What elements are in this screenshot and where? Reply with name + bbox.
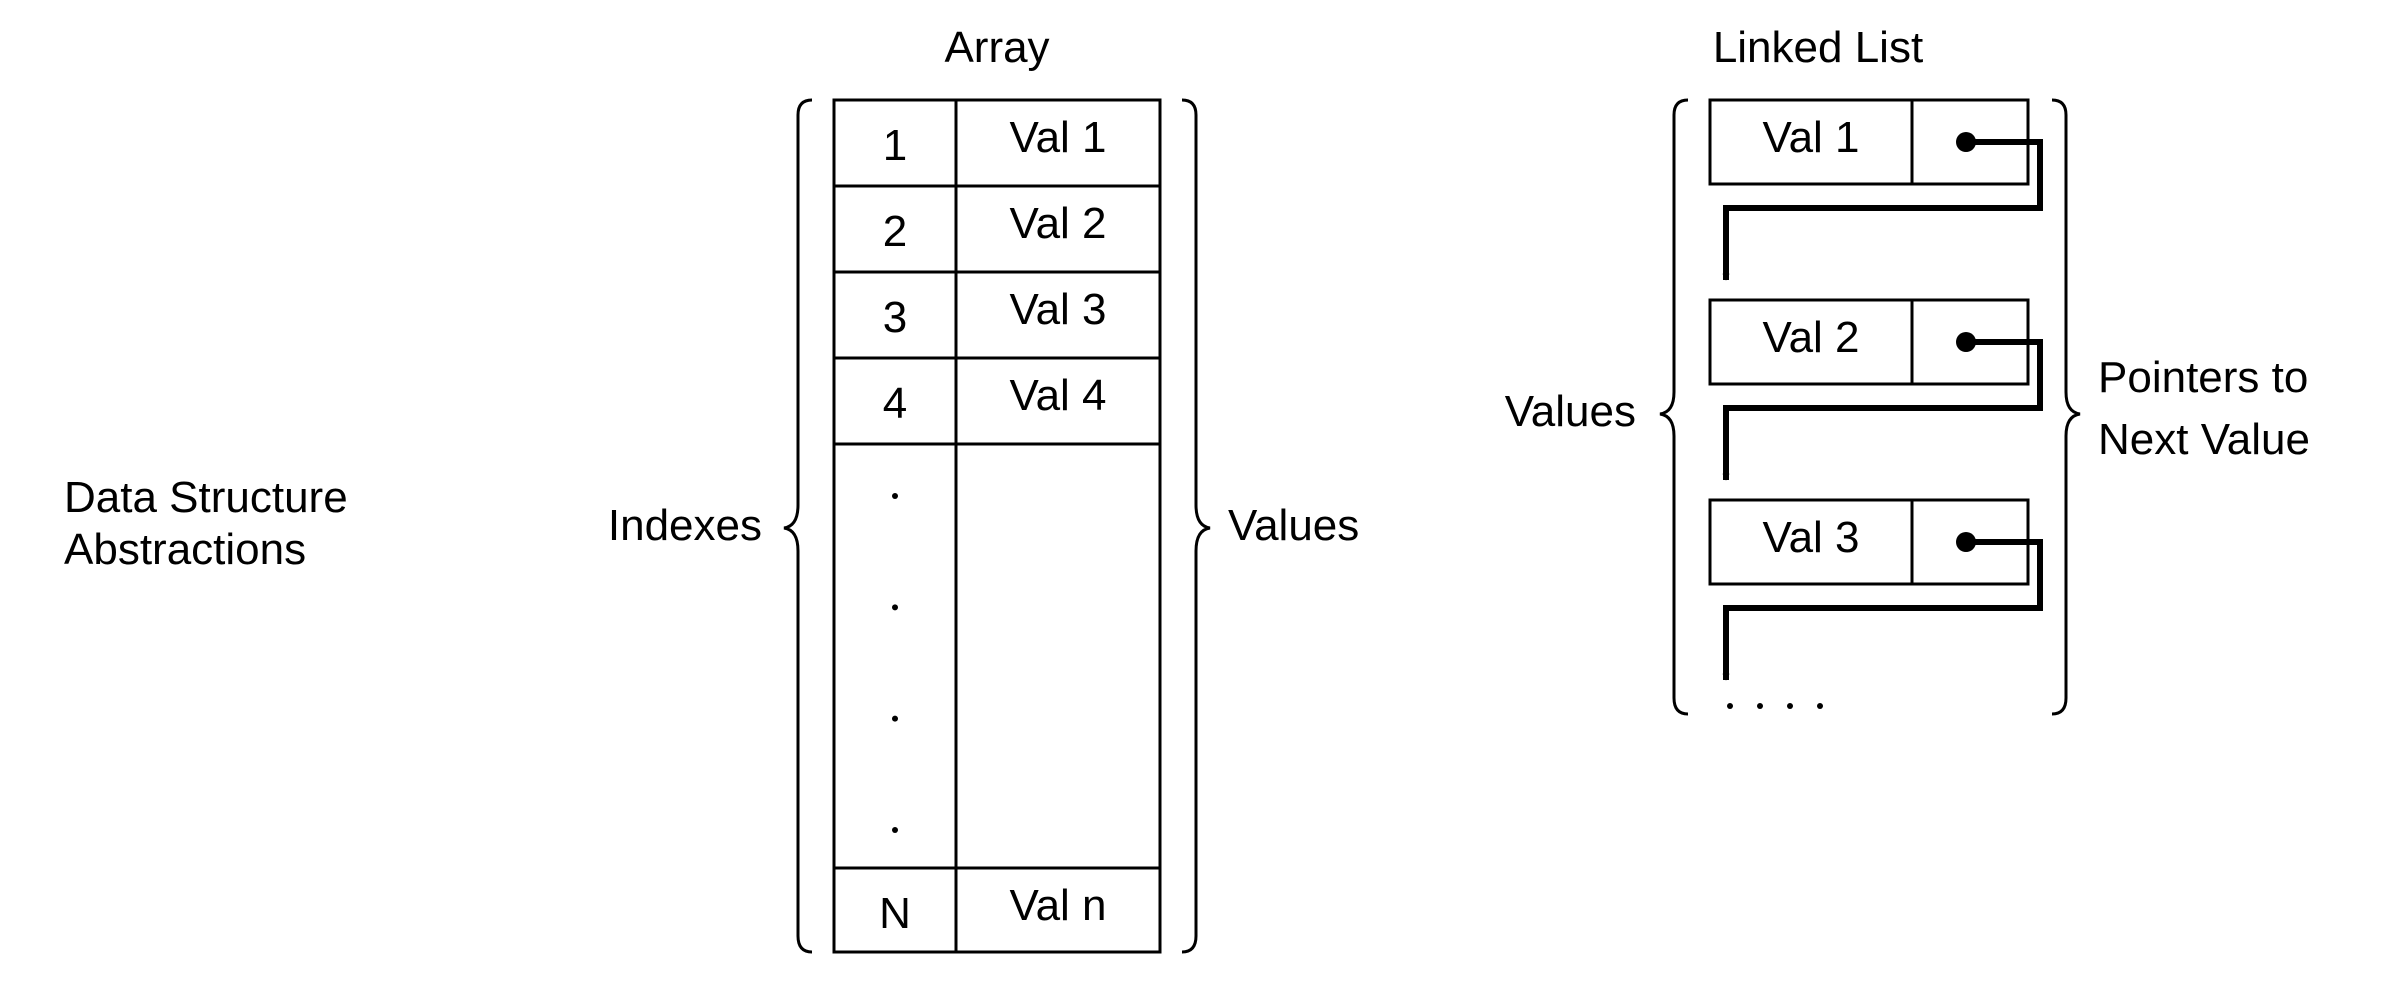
array-ellipsis-dot bbox=[892, 827, 898, 833]
array-title: Array bbox=[944, 23, 1049, 72]
array-index-cell: 1 bbox=[883, 121, 907, 170]
array-outline bbox=[832, 98, 1162, 954]
diagram-caption-line-1: Data Structure bbox=[64, 473, 348, 522]
array-value-cell: Val 2 bbox=[1009, 199, 1106, 248]
array-values-label: Values bbox=[1228, 501, 1359, 550]
array-cell-labels: 1 Val 1 2 Val 2 3 Val 3 4 Val 4 N Val n bbox=[879, 113, 1106, 938]
array-index-cell: 2 bbox=[883, 207, 907, 256]
diagram-caption-line-2: Abstractions bbox=[64, 525, 306, 574]
array-index-cell: 3 bbox=[883, 293, 907, 342]
linked-list-left-brace bbox=[1659, 98, 1689, 716]
linked-list-right-brace bbox=[2051, 98, 2081, 716]
array-left-brace bbox=[783, 98, 813, 954]
node-value: Val 2 bbox=[1762, 313, 1859, 362]
array-index-cell: N bbox=[879, 889, 911, 938]
continuation-dot bbox=[1757, 703, 1763, 709]
array-value-cell: Val 4 bbox=[1009, 371, 1106, 420]
array-ellipsis-dot bbox=[892, 604, 898, 611]
next-pointer-arrow bbox=[1722, 139, 2043, 281]
linked-list-nodes: Val 1 Val 2 Val 3 bbox=[1708, 98, 2043, 709]
array-value-cell: Val n bbox=[1009, 881, 1106, 930]
pointers-label-line-1: Pointers to bbox=[2098, 353, 2308, 402]
next-pointer-arrow bbox=[1722, 339, 2043, 481]
linked-list-node: Val 1 bbox=[1708, 98, 2043, 281]
linked-list-title: Linked List bbox=[1713, 23, 1923, 72]
linked-list-values-label: Values bbox=[1505, 387, 1636, 436]
array-index-cell: 4 bbox=[883, 379, 907, 428]
array-value-cell: Val 1 bbox=[1009, 113, 1106, 162]
array-indexes-label: Indexes bbox=[608, 501, 762, 550]
pointers-label-line-2: Next Value bbox=[2098, 415, 2310, 464]
continuation-dot bbox=[1727, 703, 1733, 709]
array-ellipsis-dot bbox=[892, 715, 898, 722]
node-value: Val 3 bbox=[1762, 513, 1859, 562]
array-ellipsis-dot bbox=[892, 493, 898, 499]
continuation-dot bbox=[1787, 703, 1793, 709]
next-pointer-arrow bbox=[1722, 539, 2043, 681]
linked-list-node: Val 3 bbox=[1708, 498, 2043, 681]
linked-list-node: Val 2 bbox=[1708, 298, 2043, 481]
continuation-dot bbox=[1817, 703, 1823, 709]
array-value-cell: Val 3 bbox=[1009, 285, 1106, 334]
array-table bbox=[832, 98, 1162, 954]
array-right-brace bbox=[1181, 98, 1211, 954]
node-value: Val 1 bbox=[1762, 113, 1859, 162]
